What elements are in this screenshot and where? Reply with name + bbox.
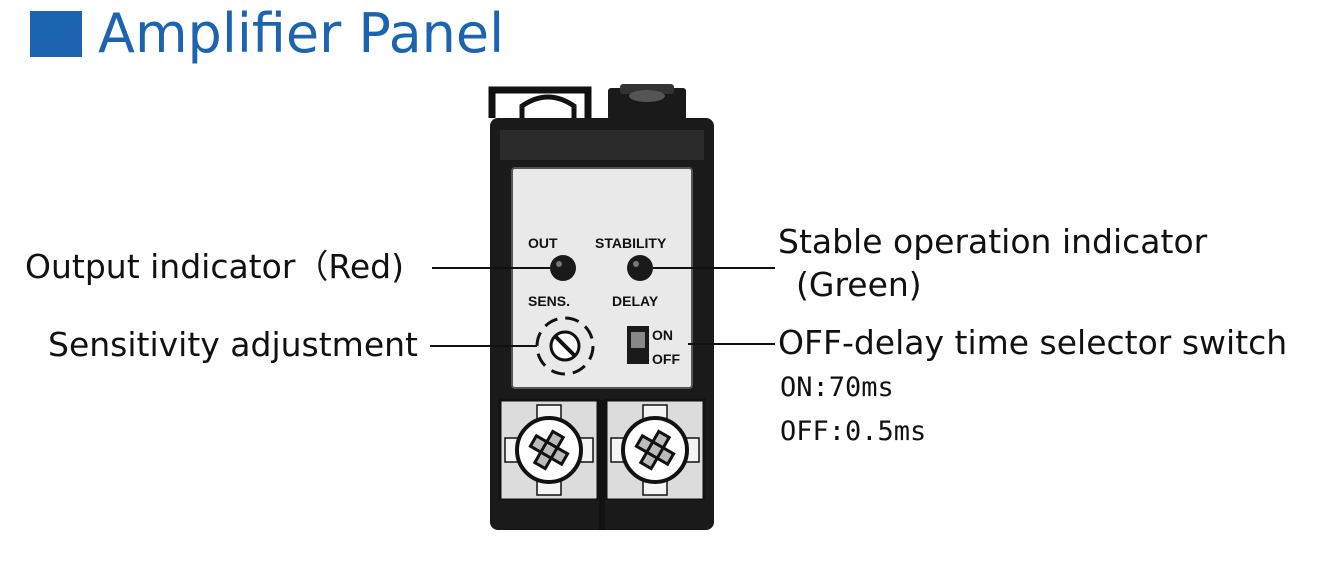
delay-label: DELAY: [612, 293, 659, 309]
off-label: OFF: [652, 351, 680, 367]
terminal-left-icon: [498, 398, 600, 502]
output-led-icon: [550, 255, 576, 281]
stability-label: STABILITY: [595, 235, 667, 251]
out-label: OUT: [528, 235, 558, 251]
on-time-label: ON:70ms: [780, 372, 894, 403]
title-square-icon: [30, 11, 82, 57]
sens-label: SENS.: [528, 293, 570, 309]
sensitivity-adjustment-label: Sensitivity adjustment: [48, 325, 418, 364]
stable-indicator-label: Stable operation indicator: [778, 222, 1208, 261]
sensitivity-knob-icon[interactable]: [535, 316, 595, 376]
off-delay-switch-label: OFF-delay time selector switch: [778, 323, 1288, 362]
off-time-label: OFF:0.5ms: [780, 416, 927, 447]
stable-indicator-color-label: (Green): [796, 265, 922, 304]
title-text: Amplifier Panel: [98, 2, 505, 65]
mounting-bracket: [488, 86, 592, 118]
on-label: ON: [652, 327, 673, 343]
page-title: Amplifier Panel: [30, 0, 504, 68]
terminal-right-icon: [604, 398, 706, 502]
delay-switch-icon[interactable]: [627, 326, 649, 364]
stability-led-icon: [627, 255, 653, 281]
output-indicator-label: Output indicator（Red): [25, 247, 404, 286]
cable-connector-icon: [608, 84, 686, 120]
